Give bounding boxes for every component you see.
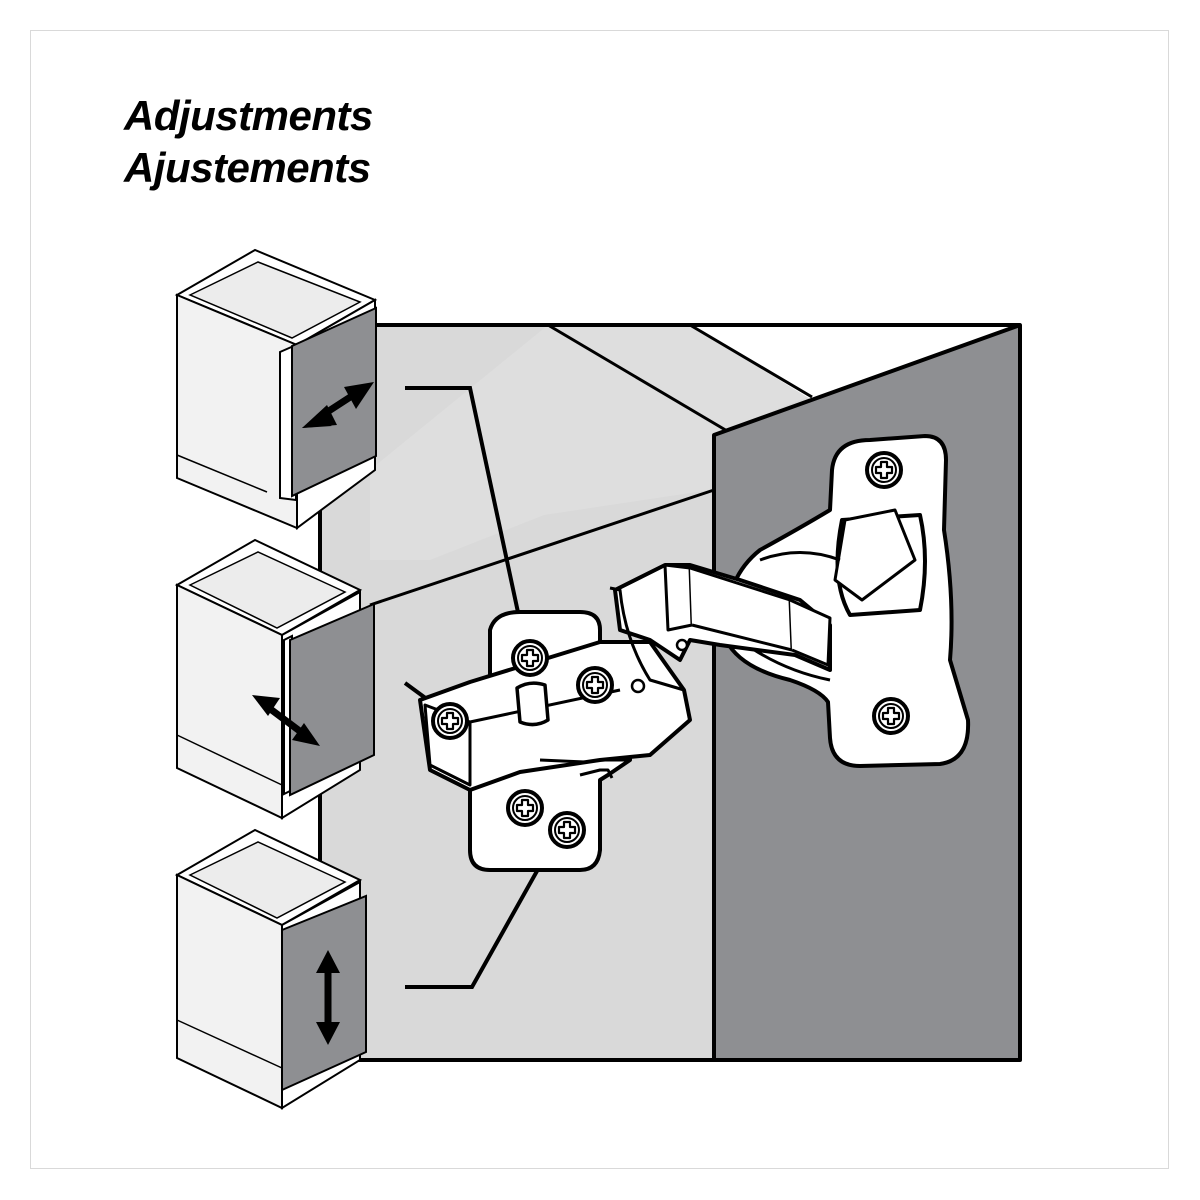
leader-line-side-adjust (405, 386, 527, 646)
image-frame (30, 30, 1169, 1169)
small-cabinet-side-adjust (174, 248, 378, 530)
small-cabinet-height-adjust (174, 828, 367, 1110)
heading-block: Adjustments Ajustements (124, 90, 373, 194)
small-cabinet-depth-adjust (174, 538, 375, 820)
heading-french: Ajustements (124, 144, 371, 191)
cabinet-top (690, 325, 1020, 400)
heading-english: Adjustments (124, 92, 373, 139)
cabinet-back-panel (370, 325, 812, 560)
hinge-arm-body (418, 640, 692, 792)
double-arrow-vertical-icon (316, 950, 340, 1045)
double-arrow-horizontal-icon (302, 382, 374, 428)
leader-line-height-adjust (405, 829, 562, 989)
double-arrow-diagonal-icon (252, 695, 320, 746)
